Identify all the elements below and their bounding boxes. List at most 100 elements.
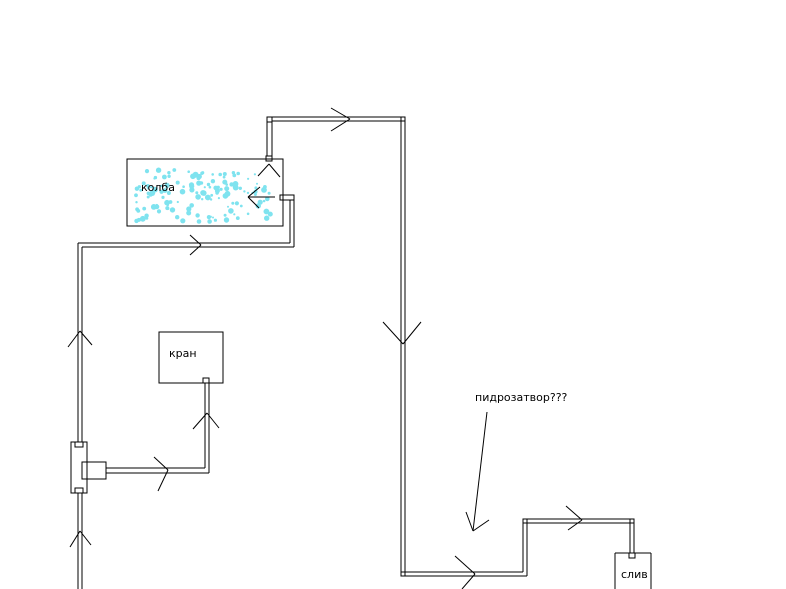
water-bubble xyxy=(162,174,167,180)
tee-inner-top xyxy=(74,441,84,448)
water-bubble xyxy=(144,213,149,218)
water-bubble xyxy=(190,173,196,180)
water-bubble xyxy=(210,179,216,184)
water-bubble xyxy=(239,204,243,208)
water-bubble xyxy=(169,207,176,213)
water-bubble xyxy=(195,194,201,200)
flow-arrow-top xyxy=(330,107,351,132)
water-bubble xyxy=(195,191,199,195)
water-bubble xyxy=(150,204,157,210)
water-bubble xyxy=(167,174,171,178)
flow-arrow-flask-inlet xyxy=(189,234,202,256)
flask-box xyxy=(126,158,284,227)
water-seal-pipe xyxy=(400,518,636,577)
water-bubble xyxy=(213,218,217,222)
drain-container xyxy=(614,552,652,589)
drain-label: слив xyxy=(621,568,648,581)
water-bubble xyxy=(253,189,258,194)
water-bubble xyxy=(234,201,239,206)
water-bubble xyxy=(253,193,257,196)
water-bubble xyxy=(243,190,246,193)
water-bubble xyxy=(233,213,236,216)
water-bubble xyxy=(144,169,150,174)
water-bubble xyxy=(165,183,169,188)
water-bubble xyxy=(189,203,194,208)
flow-arrow-tap-vertical xyxy=(192,412,220,430)
flow-arrow-seal-top xyxy=(565,505,583,531)
water-bubble xyxy=(224,194,227,197)
water-bubble xyxy=(162,188,168,193)
water-bubble xyxy=(139,188,143,192)
water-bubble xyxy=(146,191,151,196)
water-bubble xyxy=(201,190,206,196)
water-bubble xyxy=(211,173,214,176)
water-bubble xyxy=(146,195,150,199)
water-bubble xyxy=(187,170,190,173)
water-bubble xyxy=(141,181,146,186)
water-bubble xyxy=(219,187,223,191)
tap-label: кран xyxy=(169,347,197,360)
water-bubble xyxy=(153,175,158,180)
water-bubble xyxy=(201,198,204,201)
water-bubble xyxy=(134,218,139,224)
water-bubble xyxy=(182,185,185,188)
flow-arrow-tap-horizontal xyxy=(153,456,169,492)
water-bubble xyxy=(145,216,149,220)
water-bubble xyxy=(223,217,230,223)
water-bubble xyxy=(222,172,227,176)
water-bubble xyxy=(146,184,150,188)
water-bubble xyxy=(186,210,192,216)
water-bubble xyxy=(161,195,165,199)
water-bubble xyxy=(179,188,186,195)
flask-label: колба xyxy=(141,181,175,194)
water-bubble xyxy=(203,186,206,189)
water-bubble xyxy=(207,219,212,224)
flow-arrow-into-flask xyxy=(247,186,275,209)
flask-water xyxy=(134,167,273,224)
water-bubble xyxy=(189,187,195,193)
water-bubble xyxy=(196,180,202,186)
flow-arrow-left-lower xyxy=(69,530,92,548)
water-bubble xyxy=(265,196,270,202)
water-bubble xyxy=(168,200,173,204)
water-bubble xyxy=(263,208,270,215)
water-bubble xyxy=(213,185,218,191)
water-bubble xyxy=(254,186,258,190)
water-bubble xyxy=(261,187,267,193)
water-bubble xyxy=(238,186,242,190)
water-bubble xyxy=(196,219,202,224)
water-bubble xyxy=(223,213,227,217)
water-bubble xyxy=(142,206,147,211)
flow-arrow-down xyxy=(382,321,422,345)
left-pipe-lower xyxy=(77,493,83,589)
water-bubble xyxy=(146,187,150,190)
water-bubble xyxy=(212,216,214,219)
water-bubble xyxy=(231,201,235,205)
water-bubble xyxy=(175,215,180,220)
water-bubble xyxy=(180,218,186,224)
tee-inner xyxy=(74,487,84,494)
water-bubble xyxy=(232,173,237,178)
water-bubble xyxy=(229,208,232,211)
water-bubble xyxy=(150,185,153,189)
water-bubble xyxy=(167,171,171,175)
water-bubble xyxy=(256,182,258,185)
water-bubble xyxy=(267,191,271,195)
water-bubble xyxy=(172,168,177,172)
water-bubble xyxy=(218,172,222,177)
water-bubble xyxy=(264,215,270,221)
water-bubble xyxy=(253,173,256,176)
water-bubble xyxy=(160,184,163,187)
water-bubble xyxy=(156,209,162,214)
tap-box xyxy=(158,331,224,384)
water-bubble xyxy=(217,197,220,200)
down-pipe xyxy=(400,121,406,576)
water-bubble xyxy=(215,191,219,195)
water-bubble xyxy=(134,193,138,198)
water-bubble xyxy=(176,200,179,204)
water-bubble xyxy=(209,198,213,201)
water-bubble xyxy=(166,191,171,195)
water-bubble xyxy=(227,205,229,208)
water-bubble xyxy=(246,212,250,216)
water-bubble xyxy=(134,186,140,191)
